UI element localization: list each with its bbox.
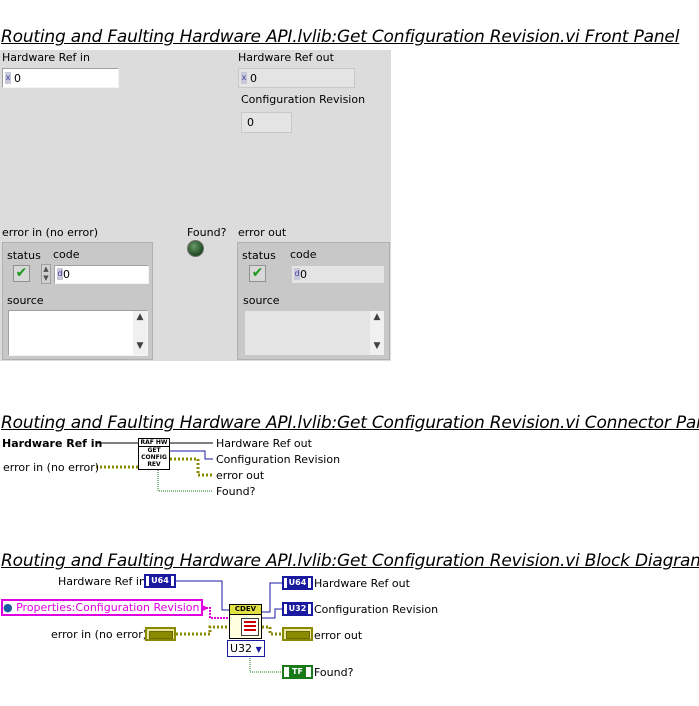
scroll-down-icon: ▼ — [136, 341, 144, 351]
checkmark-icon: ✔ — [15, 265, 28, 281]
hw-ref-in-value: 0 — [14, 72, 21, 85]
cp-config-rev: Configuration Revision — [216, 453, 341, 466]
bd-hw-ref-in-type-tag: U64 — [149, 576, 171, 586]
error-in-code-value: 0 — [63, 268, 70, 281]
bd-type-selector-value: U32 — [230, 642, 253, 655]
bd-type-selector[interactable]: U32 ▼ — [227, 640, 265, 657]
vi-icon-text-2: CONFIG — [141, 454, 167, 461]
error-out-label: error out — [238, 226, 287, 239]
bd-config-rev-type-tag: U32 — [286, 604, 309, 614]
hw-ref-out-value: 0 — [250, 72, 257, 85]
bd-error-out-terminal[interactable] — [282, 627, 313, 641]
vi-icon: RAF HW GET CONFIG REV — [138, 438, 170, 470]
error-out-status-label: status — [242, 249, 276, 262]
scroll-up-icon: ▲ — [373, 312, 381, 322]
error-in-code-control[interactable]: d 0 — [54, 265, 149, 284]
bd-hw-ref-in-terminal[interactable]: U64 — [144, 574, 176, 588]
hw-ref-in-label: Hardware Ref in — [2, 51, 90, 64]
found-label: Found? — [187, 226, 227, 239]
radix-icon: x — [241, 72, 247, 84]
radix-icon: d — [294, 268, 300, 280]
globe-icon: ● — [3, 601, 13, 614]
bd-found-terminal[interactable]: TF — [282, 665, 313, 679]
bd-error-in-terminal[interactable] — [145, 627, 176, 641]
hw-ref-out-label: Hardware Ref out — [238, 51, 334, 64]
down-arrow-icon: ▼ — [43, 274, 49, 282]
config-rev-value: 0 — [247, 116, 254, 129]
cp-hw-ref-in: Hardware Ref in — [2, 437, 103, 450]
cp-error-out: error out — [216, 469, 265, 482]
source-scrollbar[interactable]: ▲ ▼ — [133, 311, 147, 355]
front-panel-title: Routing and Faulting Hardware API.lvlib:… — [1, 27, 680, 47]
connector-pane-title: Routing and Faulting Hardware API.lvlib:… — [1, 413, 699, 433]
error-out-source-label: source — [243, 294, 280, 307]
code-increment-stepper[interactable]: ▲ ▼ — [41, 264, 51, 284]
scroll-up-icon: ▲ — [136, 312, 144, 322]
bd-error-in-label: error in (no error) — [51, 628, 148, 641]
error-out-code-label: code — [290, 248, 317, 261]
bd-found-label: Found? — [314, 666, 354, 679]
bd-node-tag: CDEV — [230, 605, 261, 615]
source-scrollbar[interactable]: ▲ ▼ — [370, 311, 384, 355]
chevron-down-icon: ▼ — [255, 645, 262, 654]
bd-config-rev-label: Configuration Revision — [314, 603, 439, 616]
hw-ref-in-control[interactable]: x 0 — [2, 68, 119, 88]
config-rev-indicator: 0 — [241, 112, 292, 133]
cp-hw-ref-out: Hardware Ref out — [216, 437, 312, 450]
bd-property-constant[interactable]: ● Properties:Configuration Revision ▸ — [1, 599, 209, 616]
vi-icon-text-1: GET — [147, 447, 161, 454]
error-out-status-checkbox: ✔ — [249, 265, 266, 282]
cluster-icon — [148, 631, 173, 639]
bd-config-rev-terminal[interactable]: U32 — [282, 602, 313, 616]
error-in-source-label: source — [7, 294, 44, 307]
radix-icon: x — [5, 72, 11, 84]
cp-found: Found? — [216, 485, 256, 498]
error-out-cluster: status code ✔ d 0 source ▲ ▼ — [237, 242, 390, 360]
bd-hw-ref-out-type-tag: U64 — [286, 578, 309, 588]
radix-icon: d — [57, 268, 63, 280]
up-arrow-icon: ▲ — [43, 265, 49, 273]
bd-hw-ref-in-label: Hardware Ref in — [58, 575, 146, 588]
vi-icon-text-3: REV — [147, 461, 161, 468]
error-in-cluster: status code ✔ ▲ ▼ d 0 source ▲ ▼ — [2, 242, 153, 360]
bd-property-constant-label: Properties:Configuration Revision — [16, 601, 200, 614]
block-diagram-title: Routing and Faulting Hardware API.lvlib:… — [1, 551, 699, 571]
bd-found-type-tag: TF — [289, 667, 306, 677]
found-led-indicator — [187, 240, 204, 257]
config-rev-label: Configuration Revision — [241, 93, 366, 106]
scroll-down-icon: ▼ — [373, 341, 381, 351]
error-in-source-field[interactable]: ▲ ▼ — [8, 310, 148, 356]
error-in-label: error in (no error) — [2, 226, 99, 239]
checkmark-icon: ✔ — [251, 265, 264, 281]
table-icon — [241, 618, 259, 636]
hw-ref-out-indicator: x 0 — [238, 68, 355, 88]
bd-hw-ref-out-label: Hardware Ref out — [314, 577, 410, 590]
cluster-icon — [285, 631, 310, 639]
error-out-code-value: 0 — [300, 268, 307, 281]
error-in-status-checkbox[interactable]: ✔ — [13, 265, 30, 282]
cp-error-in: error in (no error) — [3, 461, 100, 474]
bd-hw-ref-out-terminal[interactable]: U64 — [282, 576, 313, 590]
error-in-status-label: status — [7, 249, 41, 262]
error-in-code-label: code — [53, 248, 80, 261]
bd-get-config-node[interactable]: CDEV — [229, 604, 262, 639]
error-out-source-field: ▲ ▼ — [244, 310, 385, 356]
vi-icon-header: RAF HW — [139, 439, 169, 447]
bd-error-out-label: error out — [314, 629, 363, 642]
error-out-code-indicator: d 0 — [291, 265, 385, 284]
arrow-right-icon: ▸ — [202, 601, 209, 614]
